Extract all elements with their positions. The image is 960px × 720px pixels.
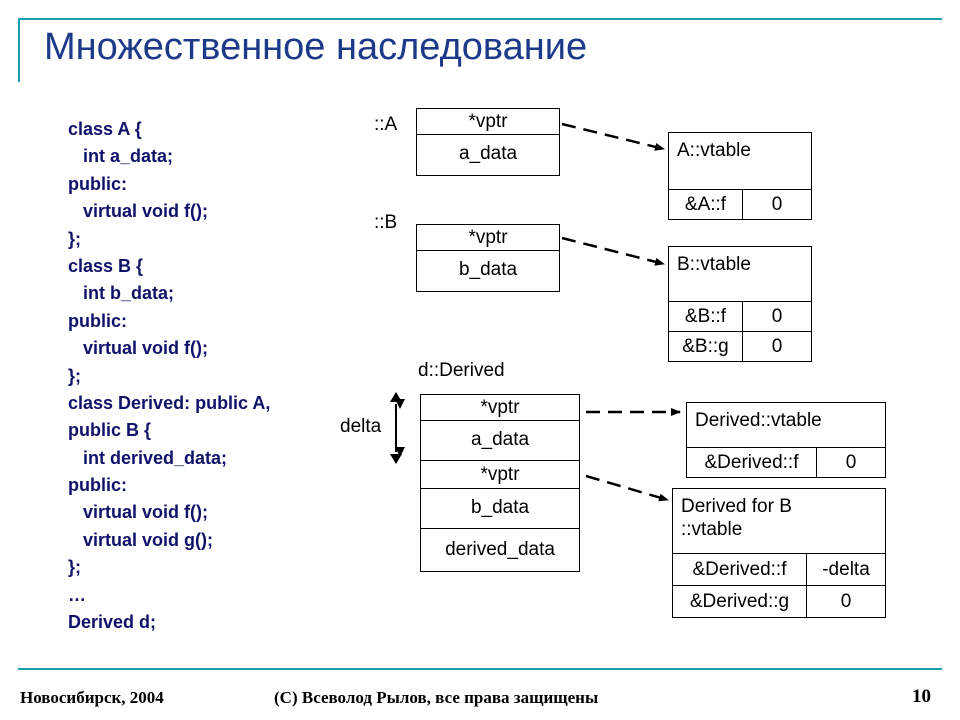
code-line: int derived_data; xyxy=(68,447,228,468)
page-number: 10 xyxy=(912,686,931,707)
field-vptr: *vptr xyxy=(421,395,579,421)
vtable-entry: &Derived::f xyxy=(687,448,817,477)
code-line: public B { xyxy=(68,420,152,441)
obj-derived-label: d::Derived xyxy=(418,360,505,381)
vptr-arrow-a xyxy=(561,122,665,151)
code-listing: class A { int a_data; public: virtual vo… xyxy=(68,116,358,636)
vtable-offset: 0 xyxy=(771,306,783,327)
code-line: int b_data; xyxy=(68,283,175,304)
vtable-title: Derived::vtable xyxy=(695,410,822,431)
object-a-layout: *vptr a_data xyxy=(416,108,560,176)
vtable-b: B::vtable &B::f 0 &B::g 0 xyxy=(668,246,812,362)
code-line: … xyxy=(68,584,86,605)
vtable-row: &Derived::g 0 xyxy=(673,585,885,617)
vtable-offset: 0 xyxy=(840,591,852,612)
delta-label: delta xyxy=(340,416,382,437)
vtable-row: &B::f 0 xyxy=(669,301,811,331)
vtable-title: Derived for B ::vtable xyxy=(681,496,792,540)
code-line: public: xyxy=(68,173,127,194)
field-vptr: *vptr xyxy=(421,461,579,489)
vtable-row: &Derived::f 0 xyxy=(687,447,885,477)
code-line: }; xyxy=(68,228,81,249)
field-vptr: *vptr xyxy=(417,109,559,135)
code-line: }; xyxy=(68,557,81,578)
vtable-row: &A::f 0 xyxy=(669,189,811,219)
left-rule xyxy=(18,18,20,82)
bottom-rule xyxy=(18,668,942,670)
vtable-entry: &B::g xyxy=(669,332,743,361)
field-a-data: a_data xyxy=(458,143,518,164)
vtable-title: B::vtable xyxy=(677,254,751,275)
vtable-entry: &A::f xyxy=(669,190,743,219)
field-b-data: b_data xyxy=(421,489,579,529)
vtable-a: A::vtable &A::f 0 xyxy=(668,132,812,220)
code-line: class A { xyxy=(68,119,142,139)
vtable-entry: &Derived::f xyxy=(673,554,807,585)
code-line: virtual void f(); xyxy=(68,338,209,359)
vtable-derived: Derived::vtable &Derived::f 0 xyxy=(686,402,886,478)
field-derived-data: derived_data xyxy=(445,539,555,560)
code-line: public: xyxy=(68,475,127,496)
code-line: virtual void f(); xyxy=(68,201,209,222)
code-line: public: xyxy=(68,310,127,331)
code-line: virtual void g(); xyxy=(68,529,214,550)
slide-title: Множественное наследование xyxy=(44,26,588,68)
footer-copyright: (C) Всеволод Рылов, все права защищены xyxy=(274,688,599,707)
vptr-arrow-b xyxy=(561,236,665,266)
vtable-offset: -delta xyxy=(822,559,870,580)
code-line: virtual void f(); xyxy=(68,502,209,523)
code-line: Derived d; xyxy=(68,612,157,633)
footer-left: Новосибирск, 2004 xyxy=(20,688,164,707)
vtable-derived-for-b: Derived for B ::vtable &Derived::f -delt… xyxy=(672,488,886,618)
field-a-data: a_data xyxy=(421,421,579,461)
code-line: class Derived: public A, xyxy=(68,392,271,413)
vptr-arrow-derived-b xyxy=(585,474,669,502)
obj-a-label: ::A xyxy=(374,114,398,135)
vtable-offset: 0 xyxy=(771,194,783,215)
vtable-offset: 0 xyxy=(845,452,857,473)
object-b-layout: *vptr b_data xyxy=(416,224,560,292)
vtable-entry: &B::f xyxy=(669,302,743,331)
field-vptr: *vptr xyxy=(417,225,559,251)
top-rule xyxy=(18,18,942,20)
code-line: }; xyxy=(68,365,81,386)
field-b-data: b_data xyxy=(458,259,518,280)
code-line: class B { xyxy=(68,255,144,276)
vtable-row: &Derived::f -delta xyxy=(673,553,885,585)
obj-b-label: ::B xyxy=(374,212,398,233)
vtable-title: A::vtable xyxy=(677,140,751,161)
object-derived-layout: *vptr a_data *vptr b_data derived_data xyxy=(420,394,580,572)
vtable-row: &B::g 0 xyxy=(669,331,811,361)
vtable-offset: 0 xyxy=(771,336,783,357)
vtable-entry: &Derived::g xyxy=(673,586,807,617)
code-line: int a_data; xyxy=(68,146,174,167)
